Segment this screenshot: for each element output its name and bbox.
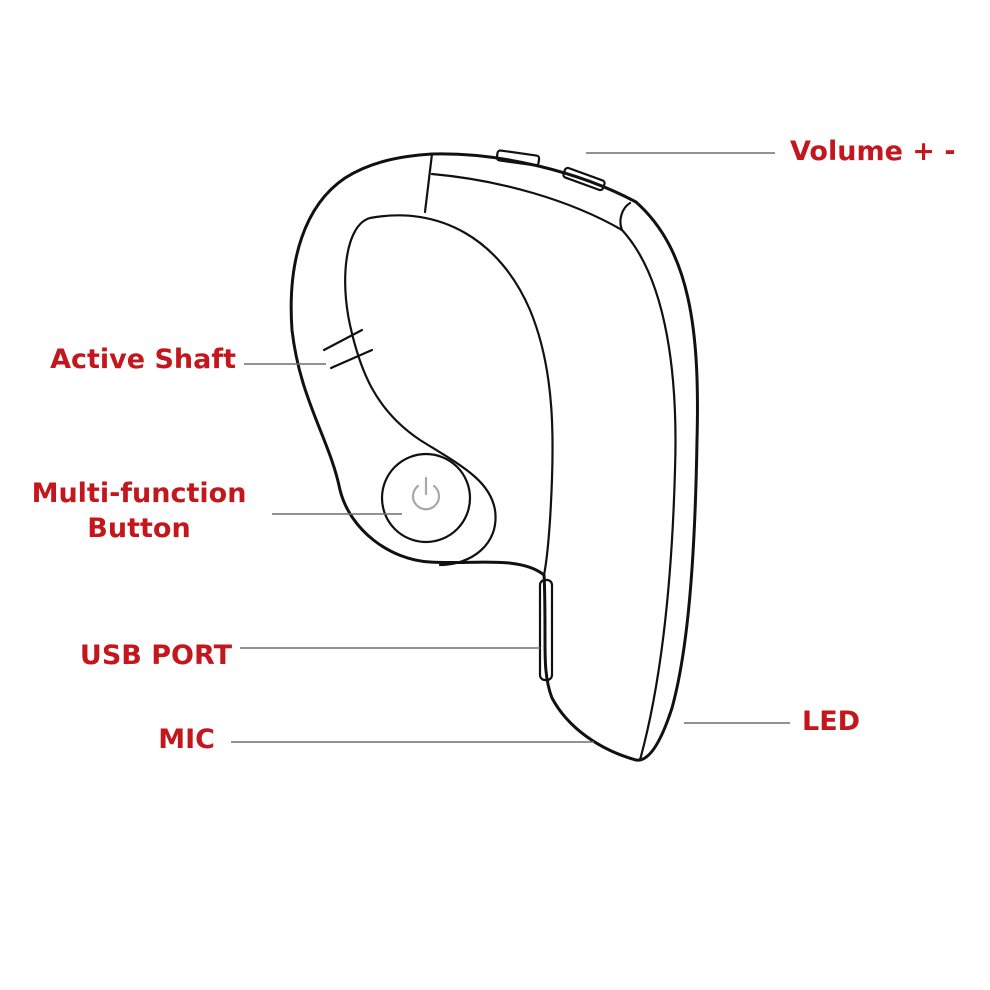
multi-function-button-shape [380, 452, 472, 544]
usb-port-label: USB PORT [79, 640, 232, 671]
led-label: LED [802, 706, 861, 737]
top-bevel-line [430, 172, 624, 232]
mic-label: MIC [158, 724, 215, 755]
volume-up-button [495, 149, 541, 167]
top-bevel-step [619, 201, 632, 232]
top-ridge-line [423, 152, 434, 214]
power-icon [411, 476, 441, 511]
volume-label: Volume + - [790, 136, 956, 167]
right-edge-bevel [620, 228, 677, 762]
headset-outer-outline [289, 152, 699, 762]
usb-port-shape [538, 578, 554, 682]
ear-hook-inner-outline [344, 214, 554, 577]
multi-function-label-line2: Button [87, 513, 191, 544]
multi-function-label-line1: Multi-function [31, 478, 247, 509]
active-shaft-band [322, 328, 374, 370]
active-shaft-label: Active Shaft [50, 344, 236, 375]
multi-function-button-label: Multi-function Button [20, 476, 258, 546]
volume-down-button [562, 166, 606, 192]
